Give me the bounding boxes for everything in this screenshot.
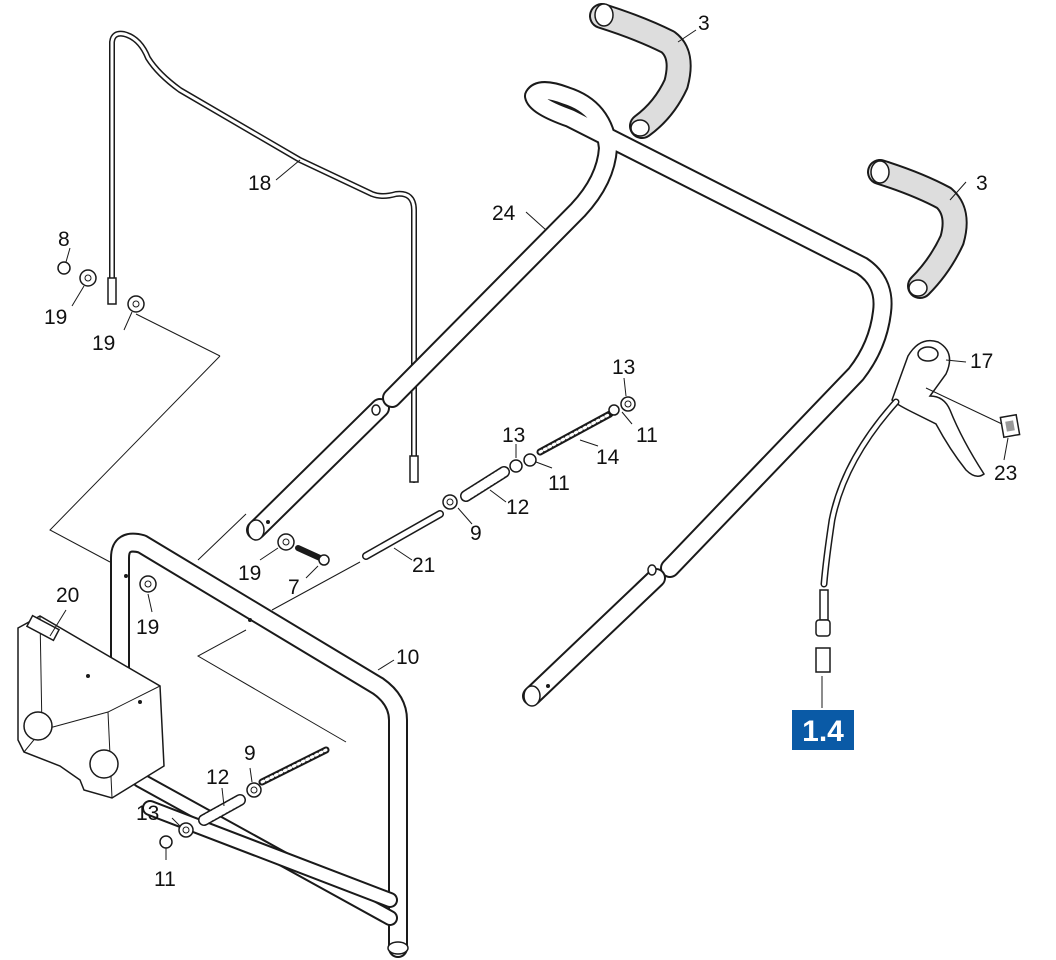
callout-24: 24 — [492, 202, 516, 225]
callout-9-a: 9 — [470, 522, 482, 545]
callout-13-c: 13 — [136, 802, 159, 825]
callout-12-a: 12 — [506, 496, 529, 519]
cable — [815, 398, 900, 673]
callout-labels: 3 3 8 19 19 18 24 17 23 13 13 11 11 14 1… — [44, 12, 1017, 891]
bracket-20 — [17, 614, 165, 799]
lever-17 — [891, 339, 986, 477]
reference-label: 1.4 — [802, 715, 844, 748]
callout-14: 14 — [596, 446, 620, 469]
callout-10: 10 — [396, 646, 419, 669]
rod-14 — [536, 410, 614, 456]
spring-12-upper — [460, 466, 510, 502]
callout-8: 8 — [58, 228, 70, 251]
callout-11-b: 11 — [548, 472, 570, 495]
leader-lines — [49, 29, 1009, 860]
callout-17: 17 — [970, 350, 993, 373]
callout-19-d: 19 — [136, 616, 159, 639]
reference-badge[interactable]: 1.4 — [792, 710, 854, 750]
callout-11-c: 11 — [154, 868, 176, 891]
callout-3-lower: 3 — [976, 172, 988, 195]
rod-lower — [258, 746, 330, 786]
callout-19-a: 19 — [44, 306, 67, 329]
handle-tube-24 — [246, 81, 893, 707]
callout-13-b: 13 — [502, 424, 525, 447]
callout-7: 7 — [288, 576, 300, 599]
rod-21 — [362, 510, 444, 560]
callout-21: 21 — [412, 554, 435, 577]
callout-3-upper: 3 — [698, 12, 710, 35]
callout-19-b: 19 — [92, 332, 115, 355]
callout-23: 23 — [994, 462, 1017, 485]
callout-20: 20 — [56, 584, 79, 607]
hardware — [57, 261, 636, 849]
wire-bail-18 — [107, 30, 419, 483]
callout-9-b: 9 — [244, 742, 256, 765]
lower-frame-10 — [110, 532, 409, 958]
callout-12-b: 12 — [206, 766, 229, 789]
spring-12-lower — [198, 794, 246, 826]
callout-19-c: 19 — [238, 562, 261, 585]
callout-11-a: 11 — [636, 424, 658, 447]
label-23 — [999, 413, 1021, 439]
callout-18: 18 — [248, 172, 271, 195]
grip-3-lower — [867, 159, 968, 299]
callout-13-a: 13 — [612, 356, 635, 379]
grip-3-upper — [589, 3, 692, 139]
